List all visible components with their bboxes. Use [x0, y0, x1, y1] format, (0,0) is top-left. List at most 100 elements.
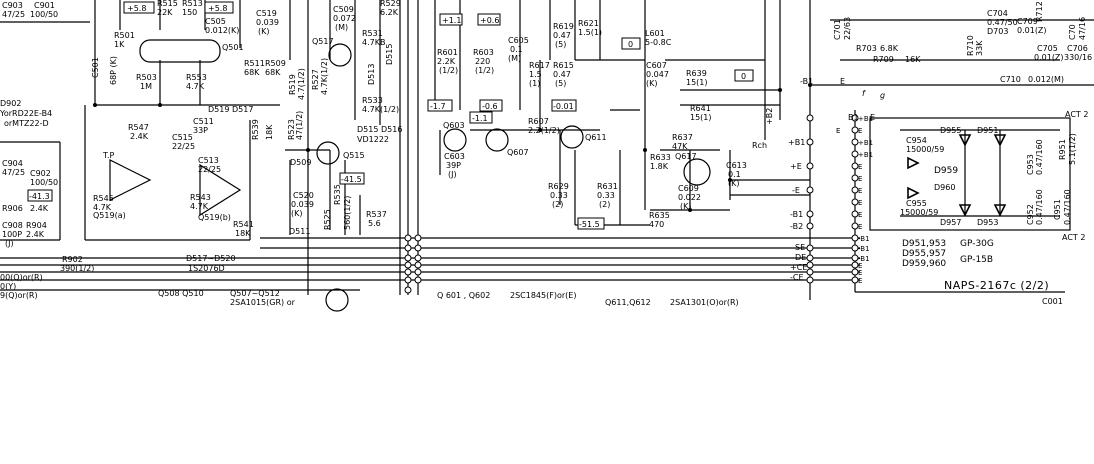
label: R531	[362, 29, 383, 38]
label: f	[862, 89, 866, 98]
label: 0.33	[597, 191, 615, 200]
label: (K)	[680, 202, 692, 211]
label: R710	[966, 35, 975, 56]
label: orMTZ22-D	[4, 119, 49, 128]
label: 0.47/160	[1063, 189, 1072, 225]
label: R523	[287, 119, 296, 140]
label: D953	[977, 218, 998, 227]
label: 18K	[235, 229, 251, 238]
label: 390(1/2)	[60, 264, 94, 273]
terminal-label: E	[858, 223, 862, 231]
label: Q519(a)	[93, 211, 126, 220]
label: R533	[362, 96, 383, 105]
label: 220	[475, 57, 490, 66]
label: B1	[848, 113, 859, 122]
terminal-label: -B1	[858, 245, 870, 253]
label: 22/63	[843, 17, 852, 40]
label: 47/16	[1078, 17, 1087, 40]
label: C609	[678, 184, 699, 193]
voltage-tag: -41.3	[29, 192, 50, 201]
label: R619	[553, 22, 574, 31]
terminal-label: +B1	[858, 115, 873, 123]
diagram-title: NAPS-2167c (2/2)	[944, 279, 1049, 292]
label: 560(1/2)	[343, 196, 352, 230]
voltage-tag: +0.6	[480, 16, 499, 25]
label: R527	[311, 69, 320, 90]
label: C904	[2, 159, 23, 168]
label: R535	[333, 184, 342, 205]
label: 150	[182, 8, 197, 17]
label: L601	[645, 29, 665, 38]
label: C901	[34, 1, 55, 10]
label: 0.039	[256, 18, 279, 27]
label: 1M	[140, 82, 152, 91]
label: C704	[987, 9, 1008, 18]
terminal-label: +B1	[858, 151, 873, 159]
label: 100/50	[30, 178, 58, 187]
label: D959	[934, 166, 958, 176]
label: 2.4K	[26, 230, 45, 239]
label: C70	[1068, 24, 1077, 40]
rail-label: -B1	[800, 77, 813, 86]
voltage-tag: 0	[741, 72, 746, 81]
voltage-tag: -0.01	[553, 102, 574, 111]
label: R553	[186, 73, 207, 82]
label: 4.7K	[190, 202, 209, 211]
label: ACT 2	[1062, 233, 1085, 242]
rail-label: +E	[790, 162, 802, 171]
terminal-labels: +B1 E +B1 +B1 E E E E E E -B1 -B1 -B1 E …	[836, 115, 873, 285]
label: R951	[1058, 139, 1067, 160]
label: 0.1	[728, 170, 741, 179]
label: (5)	[555, 40, 566, 49]
label: (1/2)	[439, 66, 458, 75]
label: 15(1)	[690, 113, 712, 122]
label: C515	[172, 133, 193, 142]
label: 1.5	[529, 70, 542, 79]
label: C953	[1026, 154, 1035, 175]
label: 9(Q)or(R)	[0, 291, 38, 300]
label: R703	[856, 44, 877, 53]
label: C505	[205, 17, 226, 26]
label: 0.012(K)	[205, 26, 239, 35]
label: R633	[650, 153, 671, 162]
label: 68K	[265, 68, 281, 77]
label: R541	[233, 220, 254, 229]
label: Q501	[222, 43, 244, 52]
label: (J)	[5, 239, 14, 248]
rail-label: SE	[795, 243, 805, 252]
component-labels: C903 C901 47/25 100/50 R515 22K R513 150…	[0, 0, 1092, 307]
rail-labels: +B1 +B2 +E -E -B1 -B2 SE DE +CE -CE -B1 …	[765, 77, 845, 282]
label: 0.047	[646, 70, 669, 79]
label: 0.022	[678, 193, 701, 202]
label: R515	[157, 0, 178, 8]
label: 470	[649, 220, 664, 229]
label: C607	[646, 61, 667, 70]
label: 0.012(M)	[1028, 75, 1064, 84]
terminal-label: E	[858, 199, 862, 207]
label: T.P	[102, 151, 114, 160]
label: R607	[528, 117, 549, 126]
label: D957	[940, 218, 961, 227]
voltage-tags: +5.8 +5.8 +1.1 +0.6 0 0 -1.7 -0.6 -1.1 -…	[27, 1, 754, 230]
label: C705	[1037, 44, 1058, 53]
label: ACT 2	[1065, 110, 1088, 119]
label: 0.47/160	[1035, 189, 1044, 225]
label: C520	[293, 191, 314, 200]
label: D509	[290, 158, 311, 167]
terminal-label: E	[836, 127, 840, 135]
voltage-tag: +5.8	[127, 4, 146, 13]
terminal-label: E	[858, 262, 862, 270]
label: 0.47	[553, 70, 571, 79]
label: R509	[265, 59, 286, 68]
label: 0(Y)	[0, 282, 16, 291]
label: R503	[136, 73, 157, 82]
label: R902	[62, 255, 83, 264]
label: R617	[529, 61, 550, 70]
label: 2SC1845(F)or(E)	[510, 291, 576, 300]
label: D960	[934, 183, 955, 192]
rail-label: +CE	[790, 263, 807, 272]
label: 39P	[446, 161, 461, 170]
label: R709	[873, 55, 894, 64]
rail-label: -B1	[790, 210, 803, 219]
label: C951	[1053, 199, 1062, 220]
